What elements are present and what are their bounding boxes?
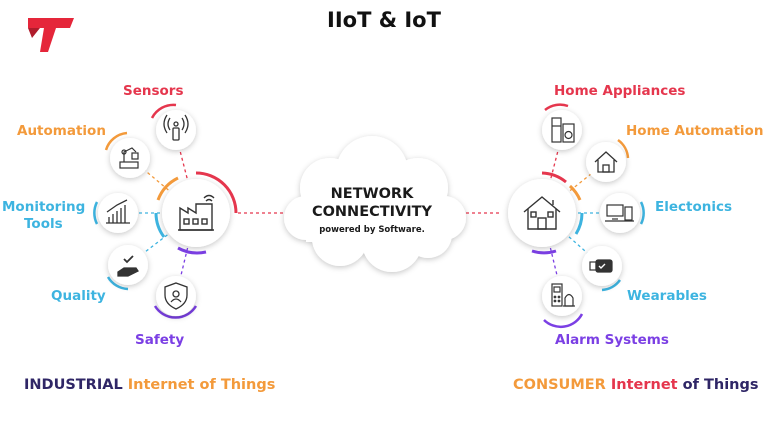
- label-sensors: Sensors: [123, 83, 184, 99]
- sensor-icon: [163, 114, 189, 141]
- wearables-node: [582, 246, 622, 292]
- automation-node: [104, 131, 150, 178]
- consumer-hub: [508, 171, 584, 255]
- label-safety: Safety: [135, 332, 185, 348]
- label-automation: Automation: [17, 123, 106, 139]
- label-electronics: Electonics: [655, 199, 733, 215]
- consumer-footer: CONSUMER Internet of Things: [513, 377, 759, 393]
- appliances-icon: [551, 117, 575, 143]
- brand-logo-icon: [28, 18, 74, 52]
- consumer-footer-rest: of Things: [682, 377, 759, 393]
- consumer-footer-mid: Internet: [605, 377, 683, 393]
- consumer-footer-strong: CONSUMER: [513, 377, 606, 393]
- label-monitoring-line1: Monitoring: [2, 199, 86, 215]
- sensors-node: [150, 103, 196, 150]
- cloud: [284, 136, 466, 272]
- cloud-subtitle: powered by Software.: [319, 225, 425, 235]
- safety-shield-icon: [164, 282, 188, 310]
- electronics-icon: [605, 204, 634, 222]
- label-home-appliances: Home Appliances: [554, 83, 686, 99]
- cloud-title-line1: NETWORK: [330, 186, 414, 202]
- home-automation-node: [586, 138, 630, 182]
- label-home-automation: Home Automation: [626, 123, 764, 139]
- smartwatch-icon: [589, 259, 613, 273]
- label-quality: Quality: [51, 288, 106, 304]
- industrial-footer-rest: Internet of Things: [122, 377, 276, 393]
- page-title: IIoT & IoT: [327, 8, 441, 32]
- industrial-hub: [154, 171, 238, 255]
- robot-arm-icon: [119, 147, 139, 169]
- quality-node: [106, 245, 148, 291]
- factory-icon: [178, 194, 215, 231]
- electronics-node: [600, 193, 645, 233]
- monitoring-tools-node: [93, 193, 138, 233]
- label-monitoring-line2: Tools: [24, 216, 63, 232]
- alarm-systems-node: [542, 276, 584, 329]
- label-wearables: Wearables: [627, 288, 707, 304]
- label-alarm-systems: Alarm Systems: [555, 332, 669, 348]
- home-appliances-node: [542, 103, 582, 150]
- industrial-footer: INDUSTRIAL Internet of Things: [24, 377, 275, 393]
- cloud-title-line2: CONNECTIVITY: [311, 204, 433, 220]
- house-icon: [523, 196, 561, 230]
- alarm-panel-icon: [551, 283, 575, 307]
- safety-node: [153, 276, 198, 319]
- chart-bars-icon: [106, 199, 130, 224]
- smart-home-icon: [594, 151, 618, 173]
- industrial-footer-strong: INDUSTRIAL: [24, 377, 123, 393]
- quality-hand-check-icon: [117, 255, 139, 277]
